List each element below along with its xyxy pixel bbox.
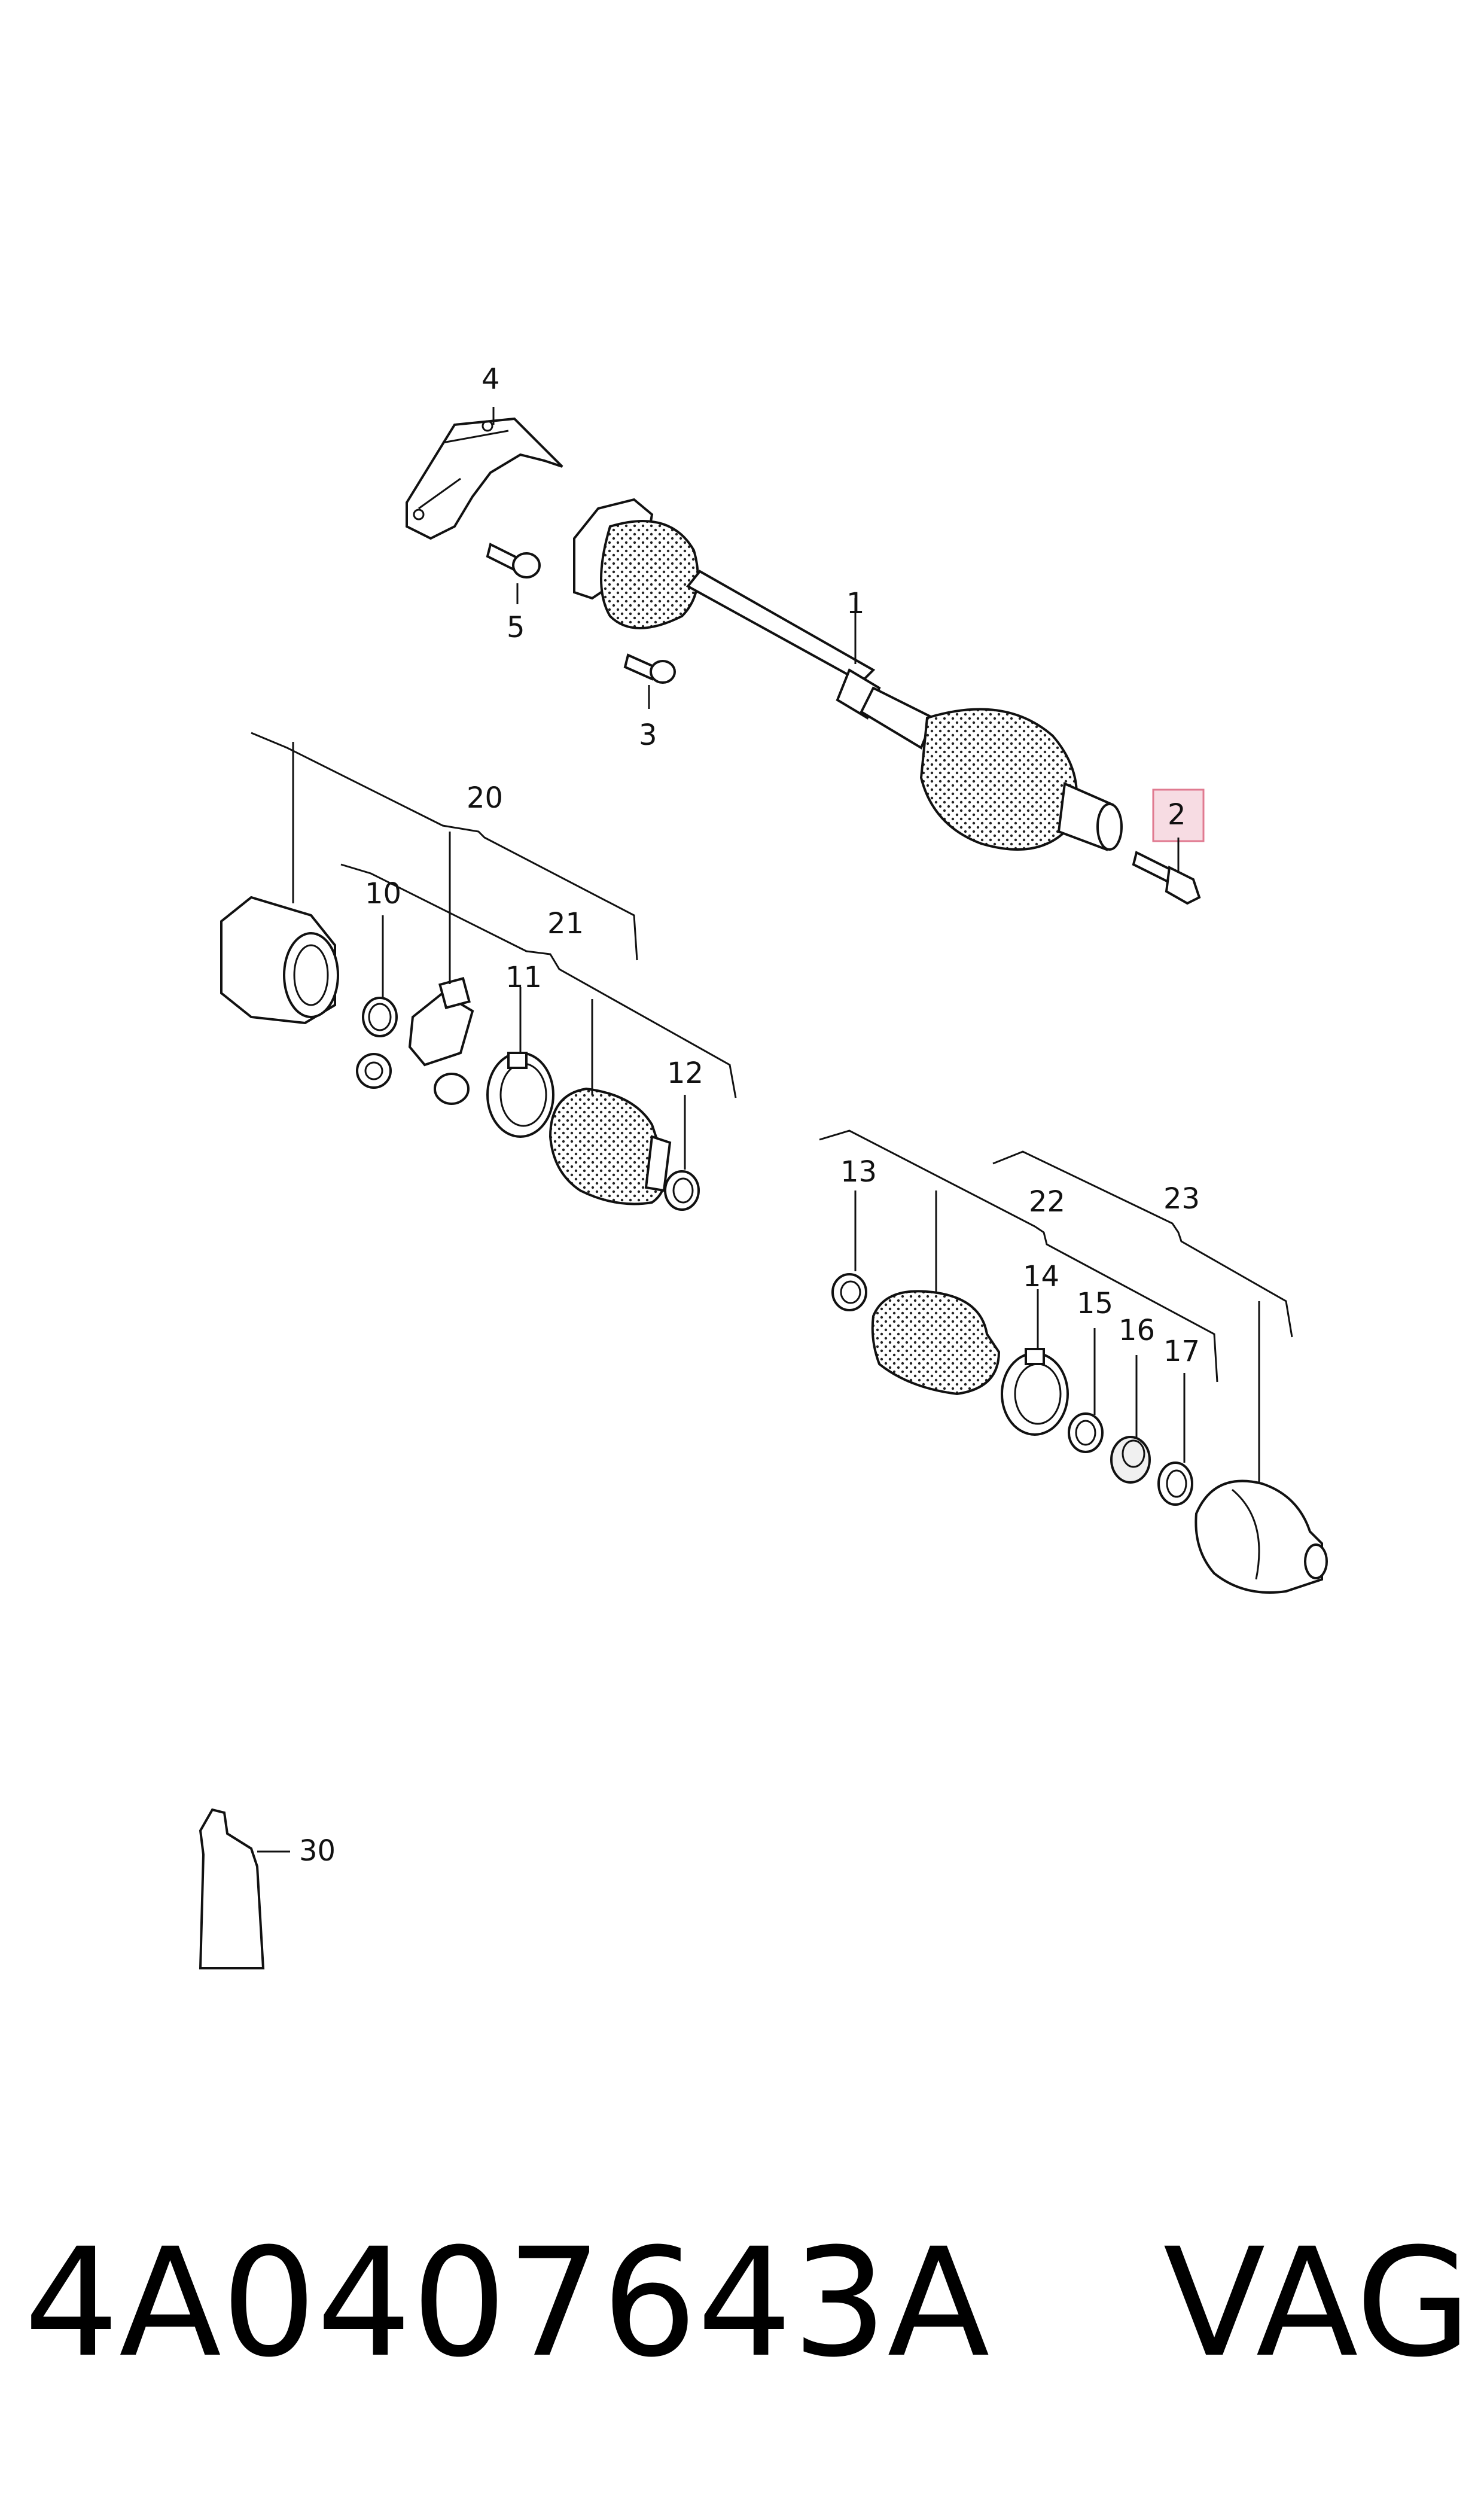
grease-tube-30 <box>199 1808 290 1969</box>
callout-4: 4 <box>482 363 500 396</box>
callout-10: 10 <box>365 877 401 911</box>
callout-2: 2 <box>1168 798 1186 832</box>
brand-label: VAG <box>1163 2216 1471 2390</box>
drive-shaft-assembly <box>573 498 1123 851</box>
clamp-12 <box>664 1095 700 1211</box>
callout-12: 12 <box>667 1056 703 1090</box>
clamp-14 <box>1001 1289 1069 1436</box>
callout-16: 16 <box>1119 1314 1155 1347</box>
bracket-23 <box>992 1150 1293 1338</box>
bracket-21 <box>340 863 737 1098</box>
cv-boot-outer <box>871 1191 1001 1396</box>
callout-1: 1 <box>846 587 865 620</box>
callout-3: 3 <box>639 718 657 752</box>
cv-boot-inner <box>548 999 672 1205</box>
callout-11: 11 <box>505 961 542 994</box>
bolt-5 <box>486 543 541 604</box>
heat-shield-bracket <box>406 407 563 540</box>
callout-14: 14 <box>1023 1260 1059 1293</box>
cup-washer-16 <box>1110 1355 1151 1484</box>
callout-21: 21 <box>547 907 584 940</box>
callout-15: 15 <box>1077 1287 1113 1320</box>
callout-30: 30 <box>299 1834 336 1868</box>
callout-13: 13 <box>840 1155 877 1189</box>
part-number: 4A0407643A <box>24 2216 990 2390</box>
clamp-11 <box>486 987 554 1138</box>
ring-15 <box>1068 1328 1104 1453</box>
flange-bolt-2 <box>1132 788 1205 905</box>
callout-5: 5 <box>507 611 525 644</box>
bracket-20 <box>251 732 638 961</box>
cv-joint-housing <box>220 742 339 1025</box>
bolt-3 <box>623 653 676 709</box>
callout-17: 17 <box>1163 1335 1200 1368</box>
cv-joint-outer <box>1194 1301 1328 1594</box>
callout-22: 22 <box>1029 1185 1065 1219</box>
clamp-13 <box>831 1191 867 1311</box>
circlip-17 <box>1157 1373 1193 1506</box>
bracket-22 <box>819 1129 1218 1383</box>
callout-20: 20 <box>467 781 503 815</box>
highlight-box <box>1152 788 1205 842</box>
tripod-joint <box>408 832 474 1105</box>
callout-23: 23 <box>1163 1182 1200 1216</box>
circlip-10 <box>356 915 398 1089</box>
